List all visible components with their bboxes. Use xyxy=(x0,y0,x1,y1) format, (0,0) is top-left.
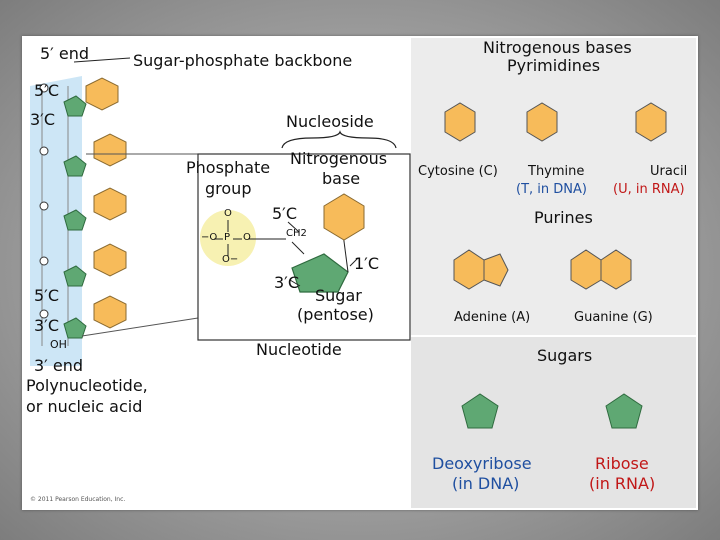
backbone-label: Sugar-phosphate backbone xyxy=(133,51,353,70)
backbone-phosphates xyxy=(39,83,49,319)
phosphate-o-top: O xyxy=(224,208,232,219)
nucleotide-box xyxy=(197,153,411,341)
bases-panel xyxy=(411,38,696,335)
arrow-5c xyxy=(287,221,300,233)
ch2-label: CH2 xyxy=(286,228,307,239)
phosphate-circle xyxy=(200,210,256,266)
adenine-label: Adenine (A) xyxy=(454,310,531,325)
backbone-sugars xyxy=(63,95,87,339)
purine-rings xyxy=(453,249,632,290)
guanine-ring-6 xyxy=(600,249,632,290)
nucleoside-brace xyxy=(281,130,397,149)
oh-label: OH xyxy=(50,338,67,351)
top-3c-label: 3′C xyxy=(30,110,55,129)
three-prime-end-label: 3′ end xyxy=(34,356,84,375)
sugar-label-line2: (pentose) xyxy=(297,305,374,324)
phosphate-o-bottom: O− xyxy=(222,254,239,265)
copyright-text: © 2011 Pearson Education, Inc. xyxy=(30,496,126,503)
sugars-header: Sugars xyxy=(537,346,593,365)
nitrogenous-label-line2: base xyxy=(322,169,361,188)
phosphate-bonds xyxy=(214,220,286,256)
deoxyribose-label-line1: Deoxyribose xyxy=(432,454,532,473)
purines-label: Purines xyxy=(534,208,593,227)
polynucleotide-label-line2: or nucleic acid xyxy=(26,397,143,416)
phosphate-label-line1: Phosphate xyxy=(186,158,271,177)
sugars-panel xyxy=(411,337,696,508)
bases-header-line1: Nitrogenous bases xyxy=(483,38,632,57)
ch2-bond xyxy=(291,241,305,255)
phosphate-o-right: O xyxy=(243,232,251,243)
diagram-canvas xyxy=(30,38,696,508)
deoxyribose-label-line2: (in DNA) xyxy=(452,474,520,493)
arrow-3c xyxy=(289,279,301,287)
five-c-label: 5′C xyxy=(272,204,297,223)
uracil-ring xyxy=(635,102,667,142)
bases-header-line2: Pyrimidines xyxy=(507,56,601,75)
adenine-ring-5 xyxy=(483,253,509,287)
three-c-label: 3′C xyxy=(274,273,299,292)
nucleotide-sugar xyxy=(291,253,349,293)
polynucleotide-label-line1: Polynucleotide, xyxy=(26,376,148,395)
pyrimidine-rings xyxy=(444,102,667,142)
nitrogenous-label-line1: Nitrogenous xyxy=(290,149,388,168)
thymine-note: (T, in DNA) xyxy=(516,182,587,197)
backbone-pointer-line xyxy=(73,57,131,63)
thymine-ring xyxy=(526,102,558,142)
cytosine-label: Cytosine (C) xyxy=(418,164,498,179)
ribose-label-line1: Ribose xyxy=(595,454,649,473)
nucleotide-base xyxy=(323,193,365,241)
backbone-bases xyxy=(85,77,127,329)
one-c-label: 1′C xyxy=(354,254,379,273)
ribose-ring xyxy=(605,393,643,429)
bottom-5c-label: 5′C xyxy=(34,286,59,305)
slide: 5′ end Sugar-phosphate backbone 5′C 3′C … xyxy=(22,36,698,510)
deoxyribose-ring xyxy=(461,393,499,429)
phosphate-o-left: −O xyxy=(201,232,218,243)
five-prime-end-label: 5′ end xyxy=(40,44,90,63)
nucleotide-label: Nucleotide xyxy=(256,340,342,359)
callout-line-bottom xyxy=(81,317,199,337)
nucleoside-label: Nucleoside xyxy=(286,112,374,131)
ribose-label-line2: (in RNA) xyxy=(589,474,656,493)
cytosine-ring xyxy=(444,102,476,142)
uracil-label: Uracil xyxy=(650,164,688,179)
arrow-1c xyxy=(349,257,359,267)
guanine-label: Guanine (G) xyxy=(574,310,653,325)
top-5c-label: 5′C xyxy=(34,81,59,100)
thymine-label: Thymine xyxy=(528,164,585,179)
bottom-3c-label: 3′C xyxy=(34,316,59,335)
phosphate-p: P xyxy=(224,232,231,243)
sugar-label-line1: Sugar xyxy=(315,286,362,305)
phosphate-label-line2: group xyxy=(205,179,252,198)
uracil-note: (U, in RNA) xyxy=(613,182,685,197)
